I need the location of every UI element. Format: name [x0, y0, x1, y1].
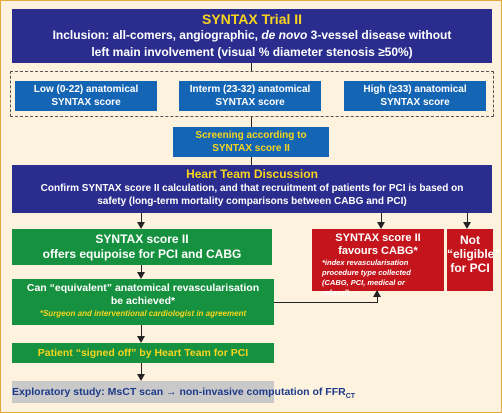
interm-score-line1: Interm (23-32) anatomical	[189, 84, 311, 95]
heart-team-title: Heart Team Discussion	[186, 167, 318, 181]
arrow-up-to-favours	[373, 290, 381, 297]
exploratory-text: Exploratory study: MsCT scan → non-invas…	[12, 386, 346, 398]
arrow-to-exploratory	[137, 374, 145, 381]
connector-to-not-eligible	[467, 213, 468, 225]
favours-title-line1: SYNTAX score II	[335, 232, 421, 244]
connector-scores-screening	[251, 117, 252, 127]
score-group-outline	[10, 71, 494, 117]
inclusion-text-a: Inclusion: all-comers, angiographic,	[52, 28, 262, 42]
connector-to-favours	[381, 213, 382, 225]
arrow-to-signed-off	[137, 336, 145, 343]
low-score-line1: Low (0-22) anatomical	[33, 84, 139, 95]
inclusion-text-italic: de novo	[261, 28, 308, 42]
arrow-to-not-eligible	[463, 222, 471, 229]
connector-equivalent-signedoff	[141, 325, 142, 339]
inclusion-line-2: left main involvement (visual % diameter…	[91, 45, 413, 59]
heart-team-box: Heart Team Discussion Confirm SYNTAX sco…	[12, 165, 492, 213]
equivalent-line1: Can “equivalent” anatomical revascularis…	[26, 282, 260, 294]
equipoise-line1: SYNTAX score II	[95, 232, 189, 246]
screening-line2: SYNTAX score II	[212, 143, 290, 154]
exploratory-study-box: Exploratory study: MsCT scan → non-invas…	[12, 381, 355, 403]
arrow-to-equipoise	[137, 222, 145, 229]
equivalent-note: *Surgeon and interventional cardiologist…	[39, 309, 247, 318]
connector-equipoise-equivalent	[141, 265, 142, 275]
high-score-line1: High (≥33) anatomical	[363, 84, 467, 95]
favours-title-line2: favours CABG*	[338, 245, 418, 257]
diagram-title: SYNTAX Trial II	[201, 11, 303, 27]
interm-score-box: Interm (23-32) anatomical SYNTAX score	[179, 81, 321, 111]
favours-note: *index revascularisation procedure type …	[322, 258, 411, 297]
equipoise-line2: offers equipoise for PCI and CABG	[42, 247, 242, 261]
connector-equivalent-right	[274, 302, 377, 303]
connector-to-equipoise	[141, 213, 142, 225]
favours-cabg-box: SYNTAX score II favours CABG* *index rev…	[312, 229, 444, 297]
inclusion-line-1: Inclusion: all-comers, angiographic, de …	[12, 27, 492, 44]
screening-line1: Screening according to	[195, 130, 307, 141]
equivalent-line2: be achieved*	[110, 295, 176, 307]
screening-box: Screening according to SYNTAX score II	[173, 127, 329, 157]
not-eligible-text: Not “eligible” for PCI	[447, 233, 501, 275]
low-score-box: Low (0-22) anatomical SYNTAX score	[15, 81, 157, 111]
syntax-trial-box: SYNTAX Trial II Inclusion: all-comers, a…	[12, 9, 492, 63]
connector-screening-heartteam	[251, 157, 252, 165]
arrow-to-equivalent	[137, 272, 145, 279]
connector-up-to-favours	[377, 291, 378, 303]
interm-score-line2: SYNTAX score	[215, 97, 285, 108]
connector-signedoff-exploratory	[141, 363, 142, 377]
signed-off-box: Patient “signed off” by Heart Team for P…	[12, 343, 274, 363]
heart-team-line1: Confirm SYNTAX score II calculation, and…	[40, 183, 464, 194]
high-score-line2: SYNTAX score	[380, 97, 450, 108]
signed-off-text: Patient “signed off” by Heart Team for P…	[37, 347, 249, 359]
high-score-box: High (≥33) anatomical SYNTAX score	[344, 81, 486, 111]
equipoise-box: SYNTAX score II offers equipoise for PCI…	[12, 229, 272, 265]
connector-title-scores	[251, 63, 252, 71]
low-score-line2: SYNTAX score	[51, 97, 121, 108]
inclusion-text-b: 3-vessel disease without	[307, 28, 452, 42]
not-eligible-box: Not “eligible” for PCI	[447, 229, 501, 291]
heart-team-line2: safety (long-term mortality comparisons …	[97, 196, 407, 207]
equivalent-revasc-box: Can “equivalent” anatomical revascularis…	[12, 279, 274, 325]
arrow-to-favours	[377, 222, 385, 229]
exploratory-subscript: CT	[345, 393, 356, 401]
